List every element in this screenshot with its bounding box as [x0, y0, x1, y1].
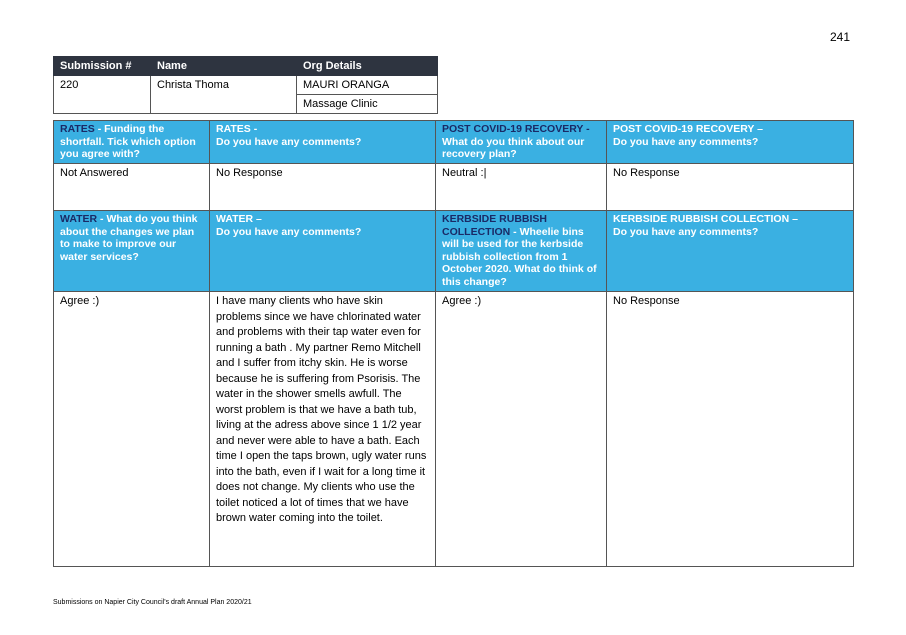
question-rates-comments: RATES -Do you have any comments?: [209, 120, 436, 164]
answer-rates-comments: No Response: [209, 163, 436, 211]
submission-row-2: Massage Clinic: [54, 94, 438, 114]
question-row-1: RATES - Funding the shortfall. Tick whic…: [53, 120, 854, 164]
answer-rates-funding: Not Answered: [53, 163, 210, 211]
question-text: Do you have any comments?: [216, 135, 362, 148]
answer-kerbside-comments: No Response: [606, 291, 854, 567]
header-submission-number: Submission #: [53, 56, 151, 76]
question-title: KERBSIDE RUBBISH COLLECTION: [442, 213, 548, 238]
question-text: - Funding the shortfall. Tick which opti…: [60, 123, 196, 160]
submission-row: 220 Christa Thoma MAURI ORANGA: [53, 75, 438, 114]
answer-covid-plan: Neutral :|: [435, 163, 607, 211]
header-org-details: Org Details: [296, 56, 438, 76]
page-footer: Submissions on Napier City Council's dra…: [53, 599, 252, 606]
question-title: RATES -: [216, 123, 258, 135]
submission-number: 220: [53, 75, 151, 114]
answer-covid-comments: No Response: [606, 163, 854, 211]
answer-water-plan: Agree :): [53, 291, 210, 567]
org-line-1: MAURI ORANGA: [296, 75, 438, 95]
question-title: POST COVID-19 RECOVERY –: [613, 123, 763, 135]
question-text: - What do you think about the changes we…: [60, 213, 198, 263]
question-rates-funding: RATES - Funding the shortfall. Tick whic…: [53, 120, 210, 164]
question-text: Do you have any comments?: [613, 225, 759, 238]
header-name: Name: [150, 56, 297, 76]
answer-water-comments: I have many clients who have skin proble…: [209, 291, 436, 567]
answer-kerbside-plan: Agree :): [435, 291, 607, 567]
question-title: POST COVID-19 RECOVERY -: [442, 123, 590, 135]
question-water-plan: WATER - What do you think about the chan…: [53, 210, 210, 292]
response-table: RATES - Funding the shortfall. Tick whic…: [53, 120, 854, 567]
question-kerbside-comments: KERBSIDE RUBBISH COLLECTION –Do you have…: [606, 210, 854, 292]
question-text: What do you think about our recovery pla…: [442, 135, 585, 161]
answer-row-2: Agree :) I have many clients who have sk…: [53, 291, 854, 567]
question-row-2: WATER - What do you think about the chan…: [53, 210, 854, 292]
answer-row-1: Not Answered No Response Neutral :| No R…: [53, 163, 854, 211]
question-title: RATES: [60, 123, 95, 135]
question-title: KERBSIDE RUBBISH COLLECTION –: [613, 213, 798, 225]
question-title: WATER –: [216, 213, 262, 225]
question-kerbside-plan: KERBSIDE RUBBISH COLLECTION - Wheelie bi…: [435, 210, 607, 292]
submission-table: Submission # Name Org Details 220 Christ…: [53, 56, 438, 114]
page-number: 241: [829, 30, 850, 44]
question-water-comments: WATER –Do you have any comments?: [209, 210, 436, 292]
question-text: - Wheelie bins will be used for the kerb…: [442, 225, 597, 288]
submission-header-row: Submission # Name Org Details: [53, 56, 438, 76]
submitter-name: Christa Thoma: [150, 75, 297, 114]
question-covid-plan: POST COVID-19 RECOVERY -What do you thin…: [435, 120, 607, 164]
org-line-2: Massage Clinic: [296, 94, 438, 114]
question-covid-comments: POST COVID-19 RECOVERY –Do you have any …: [606, 120, 854, 164]
question-title: WATER: [60, 213, 98, 225]
question-text: Do you have any comments?: [613, 135, 759, 148]
question-text: Do you have any comments?: [216, 225, 362, 238]
